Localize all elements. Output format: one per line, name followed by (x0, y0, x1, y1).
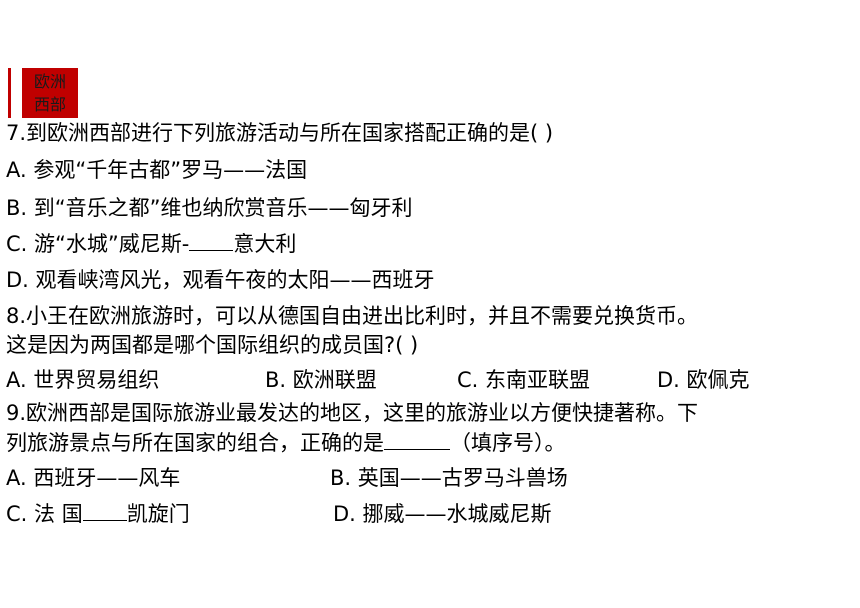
q8-option-a: A. 世界贸易组织 (6, 368, 160, 392)
q9-stem-line1: 9.欧洲西部是国际旅游业最发达的地区，这里的旅游业以方便快捷著称。下 (6, 401, 699, 425)
q9-stem-line2-prefix: 列旅游景点与所在国家的组合，正确的是 (6, 431, 384, 455)
q9-option-c-prefix: C. 法 国 (6, 502, 83, 526)
q9-answer-blank (384, 429, 450, 450)
q8-stem-line2: 这是因为两国都是哪个国际组织的成员国?( ) (6, 333, 419, 357)
section-tag: 欧洲 西部 (8, 68, 78, 118)
q8-option-c: C. 东南亚联盟 (457, 368, 591, 392)
q9-stem-line2-suffix: （填序号）。 (450, 431, 566, 455)
q7-option-c-prefix: C. 游“水城”威尼斯- (6, 232, 190, 256)
q7-option-c: C. 游“水城”威尼斯- 意大利 (6, 229, 296, 259)
section-tag-line1: 欧洲 (33, 72, 66, 91)
section-tag-label: 欧洲 西部 (22, 68, 78, 118)
q7-option-c-suffix: 意大利 (233, 232, 297, 256)
q7-option-a: A. 参观“千年古都”罗马——法国 (6, 158, 308, 182)
q9-option-a: A. 西班牙——风车 (6, 466, 181, 490)
q8-option-d: D. 欧佩克 (657, 368, 750, 392)
q7-option-d: D. 观看峡湾风光，观看午夜的太阳——西班牙 (6, 268, 435, 292)
q7-option-c-blank (189, 230, 234, 251)
q7-stem: 7.到欧洲西部进行下列旅游活动与所在国家搭配正确的是( ) (6, 121, 554, 145)
q9-stem-line2: 列旅游景点与所在国家的组合，正确的是 （填序号）。 (6, 428, 566, 458)
q8-stem-line1: 8.小王在欧洲旅游时，可以从德国自由进出比利时，并且不需要兑换货币。 (6, 304, 699, 328)
section-tag-line2: 西部 (33, 95, 66, 114)
q9-option-b: B. 英国——古罗马斗兽场 (330, 466, 568, 490)
q9-option-d: D. 挪威——水城威尼斯 (333, 502, 552, 526)
section-tag-bar (8, 68, 11, 118)
q9-option-c-suffix: 凯旋门 (126, 502, 190, 526)
q9-option-c: C. 法 国 凯旋门 (6, 499, 190, 529)
q8-option-b: B. 欧洲联盟 (265, 368, 377, 392)
q9-option-c-blank (82, 500, 127, 521)
q7-option-b: B. 到“音乐之都”维也纳欣赏音乐——匈牙利 (6, 196, 413, 220)
